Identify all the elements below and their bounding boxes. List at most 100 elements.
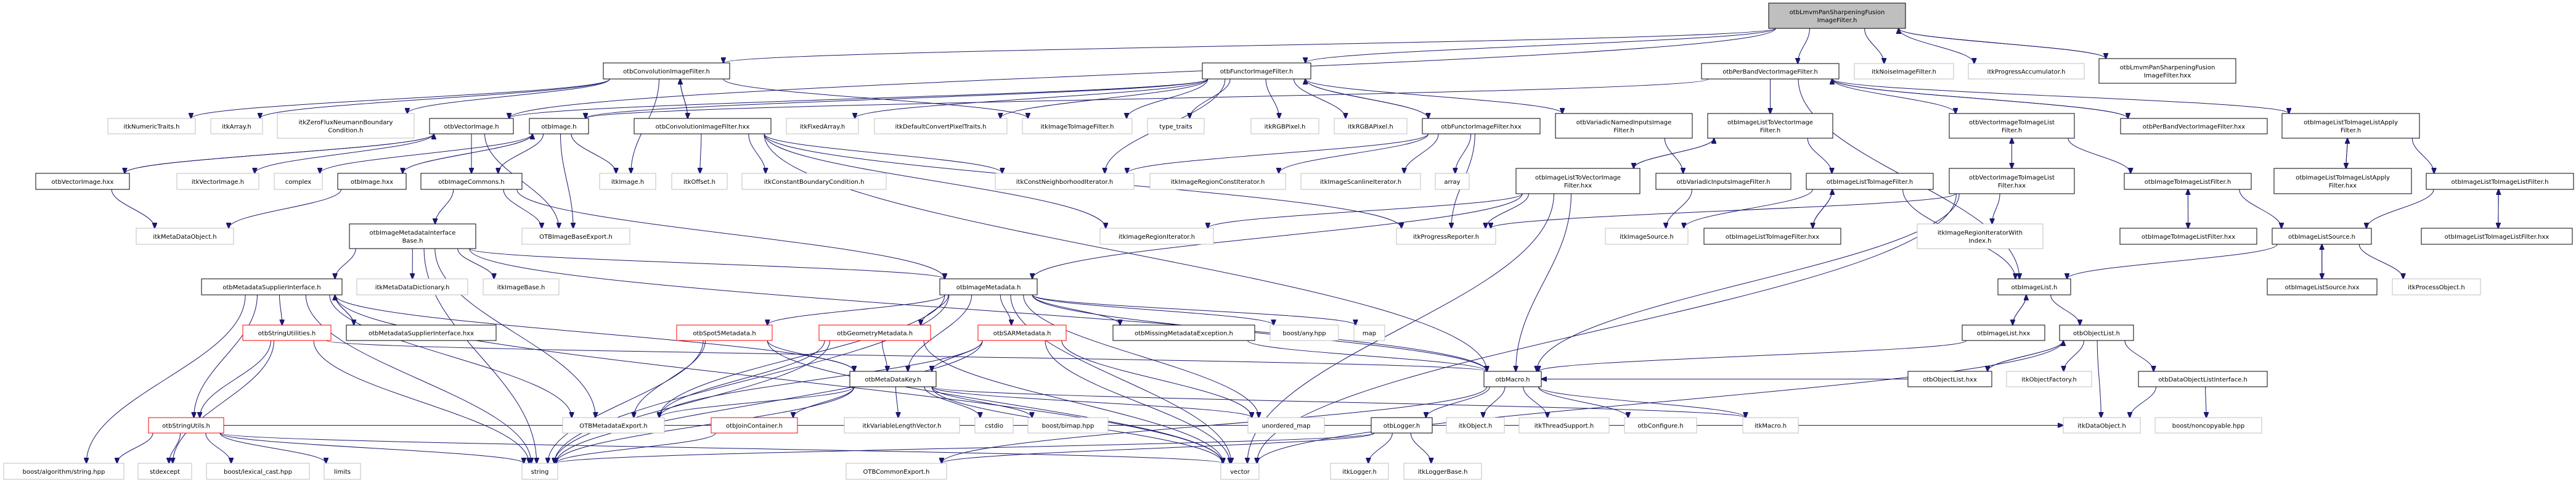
edge-objlist_h-to-dataobj [2097,340,2101,418]
node-il2i_h[interactable]: otbImageListToImageFilter.h [1806,173,1934,190]
edge-sarmeta-to-unordmap [1061,340,1252,418]
node-msi_h[interactable]: otbMetadataSupplierInterface.h [201,278,343,295]
node-box [1949,113,2075,139]
node-strutils[interactable]: otbStringUtils.h [148,417,224,434]
node-imglist_h[interactable]: otbImageList.h [1997,278,2071,295]
edge-geommeta-to-vector [923,340,1223,463]
node-label: otbObjectList.h [2073,331,2120,337]
edge-mdkey-to-string [556,386,855,463]
node-imgcommons[interactable]: otbImageCommons.h [420,173,523,190]
node-imgmeta[interactable]: otbImageMetadata.h [939,278,1038,295]
edge-root-to-conv_h [723,28,1776,63]
node-img_h[interactable]: otbImage.h [529,118,589,134]
node-functor_h[interactable]: otbFunctorImageFilter.h [1202,62,1311,80]
node-label: otbImageListToImageListApply [2304,120,2398,126]
node-vecimg_h[interactable]: otbVectorImage.h [429,118,514,134]
edge-root-to-functor_h [1305,28,1776,63]
edge-functor_h-to-vecimg_h [509,78,1209,118]
node-perband_h[interactable]: otbPerBandVectorImageFilter.h [1701,63,1840,80]
node-spot5[interactable]: otbSpot5Metadata.h [676,324,773,341]
node-label: Filter.h [1760,128,1780,134]
node-label: otbImageListToImageListApply [2296,175,2390,181]
node-label: itkImage.h [611,179,644,186]
node-label: otbGeometryMetadata.h [837,331,913,337]
node-conv_h[interactable]: otbConvolutionImageFilter.h [603,62,730,80]
node-imglist_hxx[interactable]: otbImageList.hxx [1962,324,2045,341]
node-ilil_hxx[interactable]: otbImageListToImageListFilter.hxx [2421,228,2573,245]
node-joincont[interactable]: otbJoinContainer.h [711,417,798,434]
node-functor_hxx[interactable]: otbFunctorImageFilter.hxx [1422,118,1541,134]
edge-msi_h-to-string [305,294,531,463]
node-label: complex [285,179,311,186]
node-strutilities[interactable]: otbStringUtilities.h [242,324,332,341]
node-label: Filter.hxx [2329,183,2357,189]
node-geommeta[interactable]: otbGeometryMetadata.h [818,324,931,341]
node-box [274,173,323,190]
node-unordmap: unordered_map [1247,417,1325,434]
edge-il2i_h-to-imgsource [1684,189,1813,228]
node-box [2272,228,2372,245]
edge-geommeta-to-string [554,340,831,463]
node-box [634,118,772,134]
node-varinputs[interactable]: otbVariadicInputsImageFilter.h [1655,173,1791,190]
node-logger_h[interactable]: otbLogger.h [1371,417,1433,434]
node-i2il_hxx[interactable]: otbImageToImageListFilter.hxx [2119,228,2257,245]
edge-dolistif-to-dataobj [2130,386,2156,418]
edge-functor_h-to-rgb [1265,78,1279,118]
edge-imgmeta-to-missingmeta [1032,294,1120,325]
node-label: itkMacro.h [1755,423,1787,430]
node-sarmeta[interactable]: otbSARMetadata.h [977,324,1067,341]
node-missingmeta[interactable]: otbMissingMetadataException.h [1112,324,1255,341]
node-label: itkImageBase.h [497,284,545,291]
edge-msi_h-to-mdexport [329,294,572,418]
node-il2i_hxx[interactable]: otbImageListToImageFilter.hxx [1703,228,1841,245]
node-imgsource: itkImageSource.h [1605,228,1689,245]
edge-functor_hxx-to-regconstit [1279,133,1429,173]
node-boostalgo: boost/algorithm/string.hpp [3,463,124,480]
node-img_hxx[interactable]: otbImage.hxx [337,173,407,190]
node-itkimage: itkImage.h [599,173,656,190]
edge-conv_h-to-img2img [723,78,1028,118]
node-root_hxx[interactable]: otbLmvmPanSharpeningFusionImageFilter.hx… [2098,58,2236,84]
edge-functor_hxx-to-array [1455,133,1472,173]
node-noise: itkNoiseImageFilter.h [1854,63,1954,80]
node-label: Filter.h [2002,128,2022,134]
node-objlist_hxx[interactable]: otbObjectList.hxx [1907,371,1992,387]
node-perband_hxx[interactable]: otbPerBandVectorImageFilter.hxx [2120,118,2268,134]
node-conv_hxx[interactable]: otbConvolutionImageFilter.hxx [634,118,772,134]
node-label: otbConvolutionImageFilter.h [623,68,710,75]
node-label: itkLoggerBase.h [1418,469,1468,476]
node-box [1555,113,1693,139]
node-dolistif[interactable]: otbDataObjectListInterface.h [2138,371,2268,387]
node-ilsource_hxx[interactable]: otbImageListSource.hxx [2267,278,2378,295]
edge-geommeta-to-mdexport [659,340,825,418]
node-ilsource_h[interactable]: otbImageListSource.h [2272,228,2372,245]
node-box [1515,168,1641,194]
node-msi_hxx[interactable]: otbMetadataSupplierInterface.hxx [346,324,497,341]
edge-vi2il_hxx-to-macro [1537,193,1960,371]
node-macro[interactable]: otbMacro.h [1483,371,1542,387]
node-ilil_h[interactable]: otbImageListToImageListFilter.h [2426,173,2574,190]
node-img2img: itkImageToImageFilter.h [1022,118,1133,134]
node-box [324,463,361,480]
edge-imgcommons-to-imgbaseexport [503,189,542,228]
node-mdkey[interactable]: otbMetaDataKey.h [849,371,937,387]
edge-vi2il_hxx-to-regitidx [1992,193,2000,224]
node-box [2059,324,2134,341]
node-objlist_h[interactable]: otbObjectList.h [2059,324,2134,341]
node-i2il_h[interactable]: otbImageToImageListFilter.h [2124,173,2252,190]
edge-imgmeta-to-sarmeta [1000,294,1011,325]
node-vecimg_hxx[interactable]: otbVectorImage.hxx [35,173,130,190]
node-box [1353,324,1385,341]
edge-il2vi_hxx-to-progrep [1486,193,1530,228]
edges-layer [86,28,2498,463]
